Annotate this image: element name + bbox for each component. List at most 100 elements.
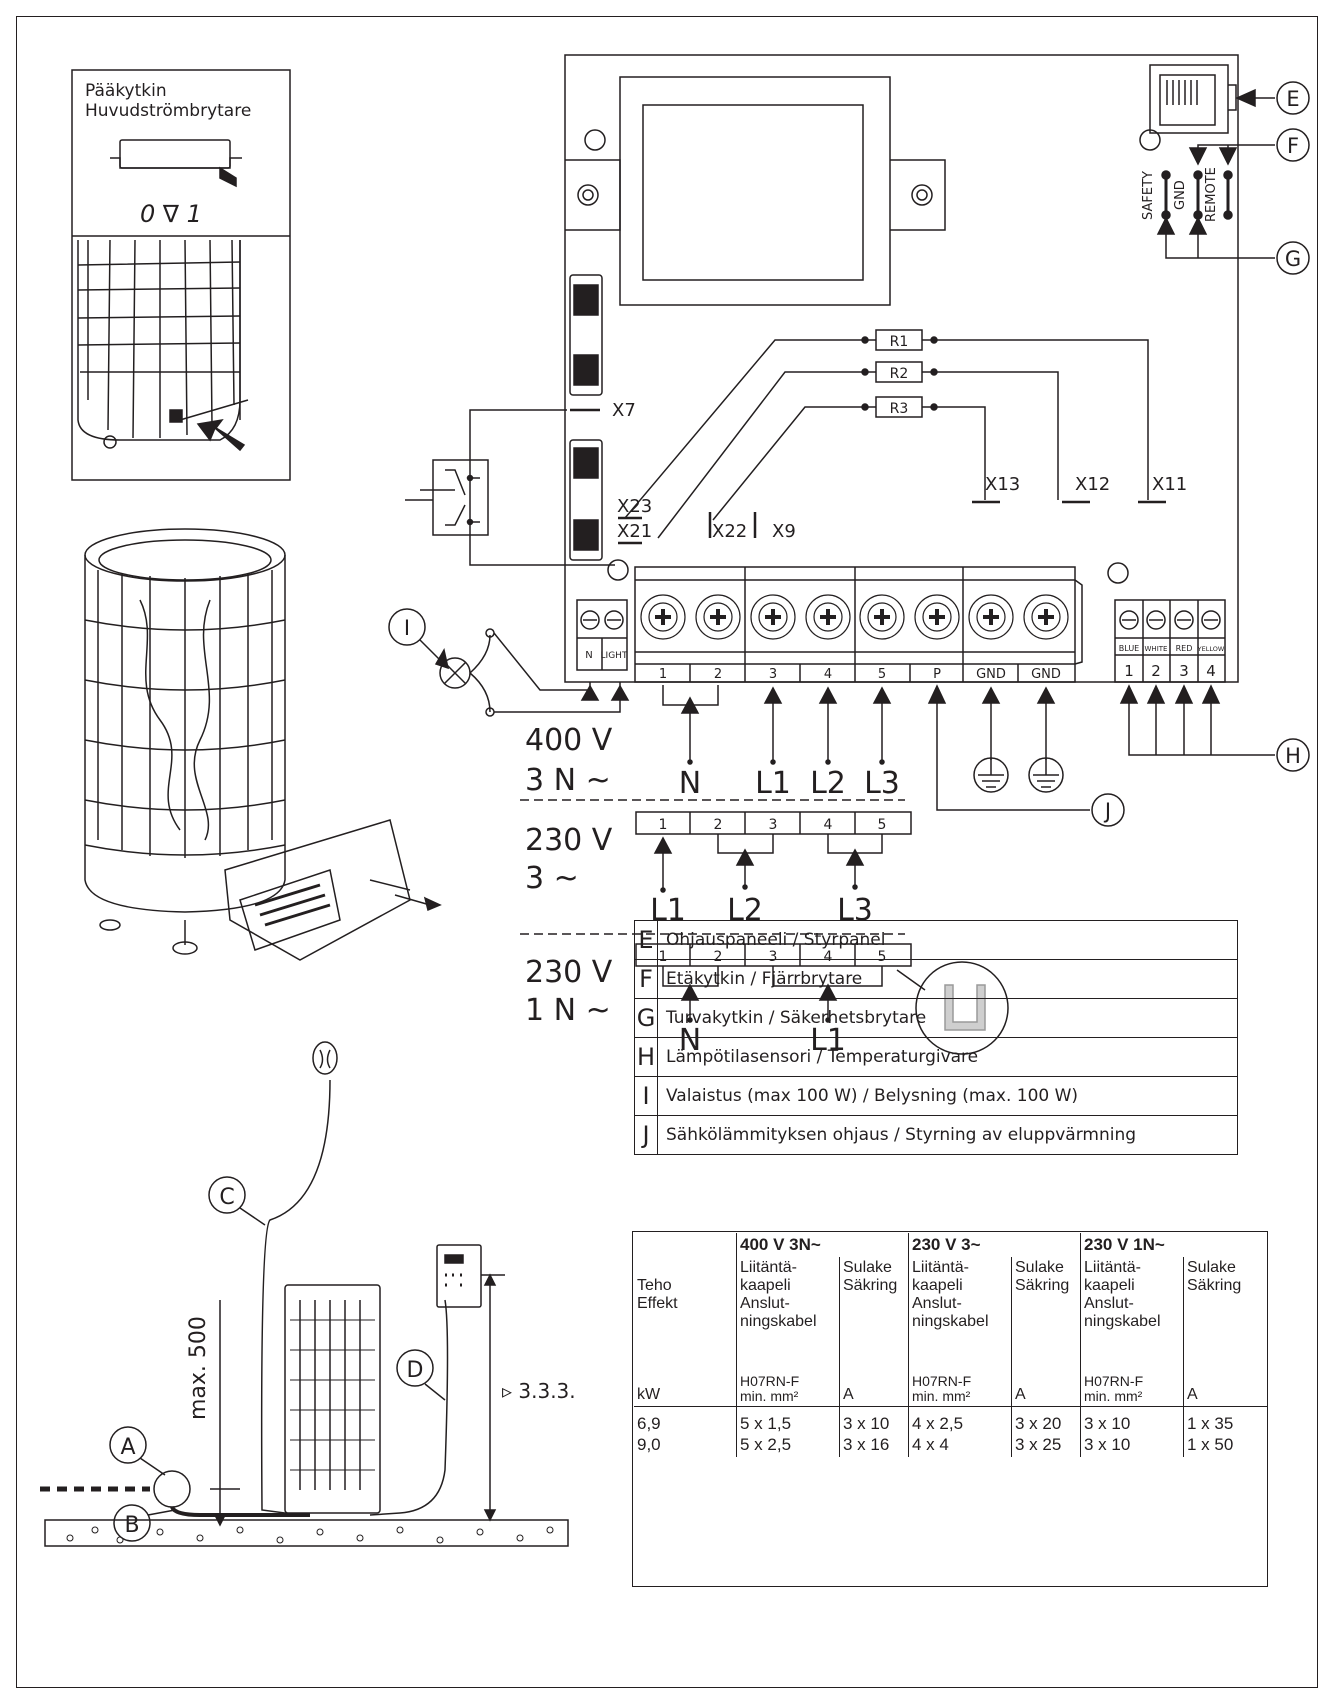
callout-g: G bbox=[1156, 216, 1310, 275]
svg-text:4: 4 bbox=[1206, 662, 1216, 680]
label-x7: X7 bbox=[612, 400, 636, 421]
fuse-label: Sulake Säkring bbox=[1011, 1257, 1081, 1352]
sauna-heater-illustration bbox=[84, 528, 442, 961]
power-unit: kW bbox=[637, 1385, 661, 1403]
voltage-230v-3: 230 V bbox=[525, 823, 613, 858]
svg-text:LIGHT: LIGHT bbox=[601, 651, 628, 661]
svg-text:P: P bbox=[933, 667, 941, 682]
callout-j: J bbox=[927, 684, 1125, 827]
svg-text:L2: L2 bbox=[810, 766, 846, 801]
svg-text:3: 3 bbox=[1179, 662, 1189, 680]
main-terminal-block: 1 2 3 4 5 P GND GND bbox=[634, 566, 1083, 683]
svg-text:R3: R3 bbox=[890, 401, 909, 417]
svg-text:I: I bbox=[404, 616, 410, 640]
page-frame bbox=[16, 16, 1318, 1688]
svg-text:H: H bbox=[1285, 744, 1301, 768]
phase-230v-3: 3 ~ bbox=[525, 861, 579, 896]
svg-text:2: 2 bbox=[714, 667, 722, 682]
svg-text:B: B bbox=[124, 1513, 139, 1538]
board-connectors bbox=[570, 408, 1166, 545]
callout-f: F bbox=[1188, 128, 1310, 166]
svg-text:2: 2 bbox=[1151, 662, 1161, 680]
max-height-label: max. 500 bbox=[186, 1316, 211, 1420]
switch-title-fi: Pääkytkin bbox=[85, 81, 167, 101]
cable-label: Liitäntä- kaapeli Anslut- ningskabel bbox=[736, 1257, 840, 1352]
svg-text:3: 3 bbox=[769, 817, 778, 833]
rocker-switch-icon bbox=[110, 139, 242, 188]
svg-text:GND: GND bbox=[1173, 180, 1188, 210]
signal-pins: SAFETY GND REMOTE bbox=[1141, 167, 1233, 222]
svg-text:WHITE: WHITE bbox=[1145, 645, 1168, 653]
callout-e: E bbox=[1235, 81, 1310, 115]
label-x13: X13 bbox=[985, 474, 1020, 495]
svg-text:3: 3 bbox=[769, 667, 777, 682]
cable-label: Liitäntä- kaapeli Anslut- ningskabel bbox=[1080, 1257, 1184, 1352]
svg-text:2: 2 bbox=[714, 817, 723, 833]
svg-text:1: 1 bbox=[659, 667, 667, 682]
svg-text:GND: GND bbox=[1031, 667, 1061, 682]
ground-icon bbox=[973, 686, 1009, 793]
svg-text:BLUE: BLUE bbox=[1119, 644, 1139, 653]
svg-text:E: E bbox=[1286, 87, 1299, 111]
svg-text:R1: R1 bbox=[890, 334, 909, 350]
svg-text:D: D bbox=[407, 1358, 424, 1383]
callout-a: A bbox=[109, 1426, 166, 1476]
group-400v: 400 V 3N~ bbox=[736, 1233, 909, 1257]
callout-c: C bbox=[208, 1176, 266, 1226]
svg-text:G: G bbox=[1285, 247, 1301, 271]
svg-text:N: N bbox=[585, 650, 592, 661]
specs-table: 400 V 3N~ 230 V 3~ 230 V 1N~ Teho Effekt… bbox=[634, 1233, 1268, 1457]
phase-230v-1n: 1 N ~ bbox=[525, 993, 611, 1028]
installation-sketch: max. 500 ▹ 3.3.3. A B C D bbox=[40, 1041, 576, 1547]
svg-text:REMOTE: REMOTE bbox=[1204, 167, 1219, 222]
label-x12: X12 bbox=[1075, 474, 1110, 495]
fuse-label: Sulake Säkring bbox=[839, 1257, 909, 1352]
switch-title-sv: Huvudströmbrytare bbox=[85, 101, 251, 121]
callout-b: B bbox=[113, 1504, 176, 1542]
label-x22: X22 bbox=[712, 521, 747, 542]
svg-text:J: J bbox=[1103, 799, 1111, 823]
svg-text:GND: GND bbox=[976, 667, 1006, 682]
group-230v-1n: 230 V 1N~ bbox=[1080, 1233, 1268, 1257]
svg-text:1: 1 bbox=[1124, 662, 1134, 680]
voltage-400v: 400 V bbox=[525, 723, 613, 758]
svg-text:F: F bbox=[1287, 134, 1299, 158]
svg-text:4: 4 bbox=[824, 817, 833, 833]
wiring-230v-3: 230 V 3 ~ 1 2 3 4 5 L1 L2 L3 bbox=[520, 811, 912, 935]
label-x9: X9 bbox=[772, 521, 796, 542]
cable-label: Liitäntä- kaapeli Anslut- ningskabel bbox=[908, 1257, 1012, 1352]
section-ref-label: ▹ 3.3.3. bbox=[502, 1379, 576, 1403]
label-x21: X21 bbox=[617, 521, 652, 542]
sensor-terminal: BLUE WHITE RED YELLOW 1 2 3 4 bbox=[1114, 599, 1226, 683]
svg-text:5: 5 bbox=[878, 817, 887, 833]
sensor-icon bbox=[312, 1041, 338, 1075]
label-x11: X11 bbox=[1152, 474, 1187, 495]
svg-text:N: N bbox=[679, 766, 701, 801]
svg-text:L1: L1 bbox=[755, 766, 791, 801]
svg-text:A: A bbox=[120, 1435, 135, 1460]
switch-positions: 0 ∇ 1 bbox=[140, 200, 202, 228]
svg-text:YELLOW: YELLOW bbox=[1197, 645, 1225, 653]
phase-400v: 3 N ~ bbox=[525, 763, 611, 798]
power-label: Teho Effekt bbox=[637, 1277, 678, 1312]
callout-d: D bbox=[396, 1349, 446, 1401]
svg-text:C: C bbox=[219, 1185, 234, 1210]
svg-text:R2: R2 bbox=[890, 366, 909, 382]
heater-cage-detail bbox=[77, 239, 249, 452]
ground-icon bbox=[1028, 686, 1064, 793]
fuse-label: Sulake Säkring bbox=[1183, 1257, 1268, 1352]
svg-text:RED: RED bbox=[1176, 644, 1193, 653]
svg-text:L3: L3 bbox=[864, 766, 900, 801]
wiring-400v: 400 V 3 N ~ N L1 L2 L3 bbox=[520, 685, 1064, 801]
svg-text:SAFETY: SAFETY bbox=[1141, 171, 1156, 220]
label-x23: X23 bbox=[617, 496, 652, 517]
svg-text:5: 5 bbox=[878, 667, 886, 682]
